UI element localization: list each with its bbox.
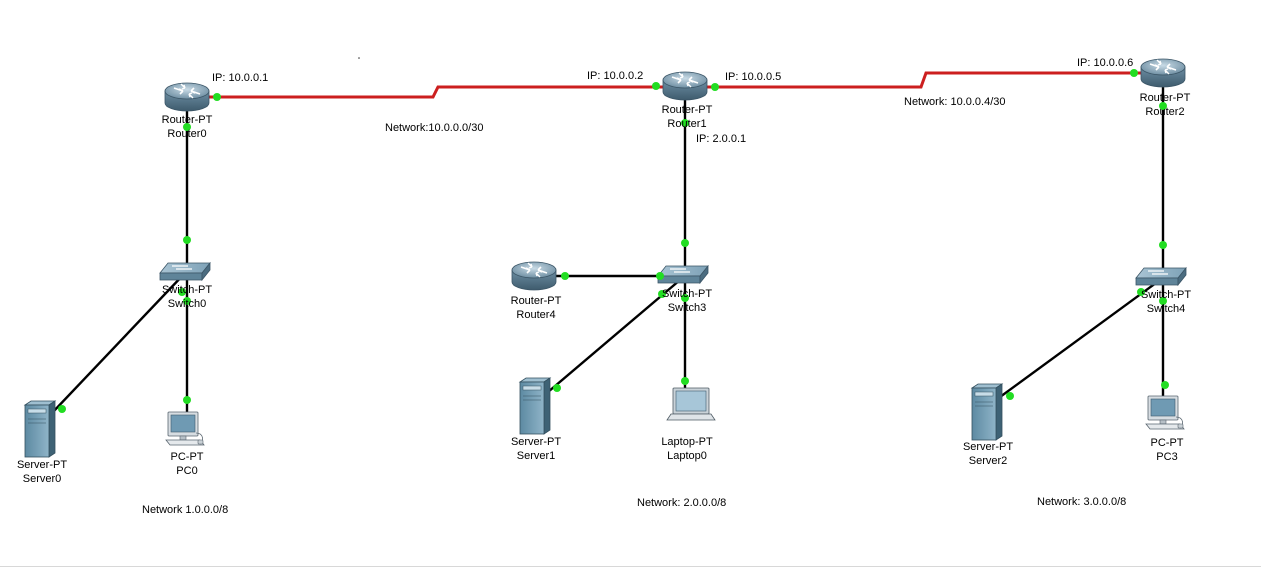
router-icon[interactable] — [662, 71, 708, 101]
device-type-label: Router-PT — [662, 104, 713, 116]
network-label-wan2: Network: 10.0.0.4/30 — [904, 96, 1006, 108]
device-type-label: Server-PT — [963, 441, 1013, 453]
port-dot — [178, 288, 186, 296]
port-dot — [561, 272, 569, 280]
device-name-label: PC3 — [1156, 451, 1177, 463]
server-icon[interactable] — [24, 400, 56, 458]
ethernet-link-switch4-server2[interactable] — [999, 279, 1161, 398]
server-icon[interactable] — [519, 377, 551, 435]
ip-label-router1-left: IP: 10.0.0.2 — [587, 70, 643, 82]
port-dot — [652, 82, 660, 90]
port-dot — [1137, 288, 1145, 296]
device-type-label: Router-PT — [1140, 92, 1191, 104]
network-label-wan1: Network:10.0.0.0/30 — [385, 122, 483, 134]
network-label-lan2: Network: 2.0.0.0/8 — [637, 497, 726, 509]
port-dot — [183, 396, 191, 404]
ip-label-router2: IP: 10.0.0.6 — [1077, 57, 1133, 69]
port-dot — [1159, 102, 1167, 110]
device-name-label: Router2 — [1145, 106, 1184, 118]
device-name-label: PC0 — [176, 465, 197, 477]
device-type-label: Router-PT — [162, 114, 213, 126]
device-name-label: Server0 — [23, 473, 62, 485]
device-name-label: Server2 — [969, 455, 1008, 467]
device-name-label: Router4 — [516, 309, 555, 321]
laptop-icon[interactable] — [666, 387, 716, 421]
device-type-label: Server-PT — [17, 459, 67, 471]
device-type-label: Switch-PT — [662, 288, 712, 300]
pc-icon[interactable] — [165, 411, 205, 446]
port-dot — [711, 83, 719, 91]
device-name-label: Router0 — [167, 128, 206, 140]
port-dot — [58, 405, 66, 413]
ip-label-router0: IP: 10.0.0.1 — [212, 72, 268, 84]
port-dot — [213, 93, 221, 101]
port-dot — [1159, 241, 1167, 249]
pc-icon[interactable] — [1145, 395, 1185, 430]
port-dot — [681, 119, 689, 127]
router-icon[interactable] — [164, 82, 210, 112]
device-name-label: Server1 — [517, 450, 556, 462]
device-name-label: Router1 — [667, 118, 706, 130]
canvas-mark — [358, 57, 360, 59]
server-icon[interactable] — [971, 383, 1003, 441]
port-dot — [681, 239, 689, 247]
device-name-label: Switch3 — [668, 302, 707, 314]
ip-label-router1-right: IP: 10.0.0.5 — [725, 71, 781, 83]
device-name-label: Switch4 — [1147, 303, 1186, 315]
router-icon[interactable] — [511, 261, 557, 291]
ethernet-link-switch3-server1[interactable] — [547, 279, 681, 393]
port-dot — [1161, 381, 1169, 389]
serial-link-router0-router1[interactable] — [187, 85, 665, 99]
network-label-lan3: Network: 3.0.0.0/8 — [1037, 496, 1126, 508]
device-name-label: Laptop0 — [667, 450, 707, 462]
port-dot — [553, 384, 561, 392]
device-type-label: Switch-PT — [1141, 289, 1191, 301]
switch-icon[interactable] — [159, 262, 211, 281]
port-dot — [183, 123, 191, 131]
device-type-label: Router-PT — [511, 295, 562, 307]
serial-link-router1-router2[interactable] — [685, 71, 1163, 89]
network-label-lan1: Network 1.0.0.0/8 — [142, 504, 228, 516]
switch-icon[interactable] — [657, 265, 709, 284]
device-name-label: Switch0 — [168, 298, 207, 310]
canvas-bottom-border — [0, 566, 1261, 567]
port-dot — [681, 377, 689, 385]
port-dot — [183, 297, 191, 305]
port-dot — [656, 272, 664, 280]
router-icon[interactable] — [1140, 58, 1186, 88]
port-dot — [183, 236, 191, 244]
switch-icon[interactable] — [1135, 267, 1187, 286]
ip-label-router1-lan: IP: 2.0.0.1 — [696, 133, 746, 145]
port-dot — [658, 290, 666, 298]
ethernet-link-switch0-server0[interactable] — [51, 272, 186, 414]
device-type-label: Switch-PT — [162, 284, 212, 296]
device-type-label: Server-PT — [511, 436, 561, 448]
port-dot — [1159, 297, 1167, 305]
device-type-label: Laptop-PT — [661, 436, 713, 448]
port-dot — [1006, 392, 1014, 400]
device-type-label: PC-PT — [1151, 437, 1184, 449]
device-type-label: PC-PT — [171, 451, 204, 463]
port-dot — [1130, 69, 1138, 77]
port-dot — [681, 294, 689, 302]
